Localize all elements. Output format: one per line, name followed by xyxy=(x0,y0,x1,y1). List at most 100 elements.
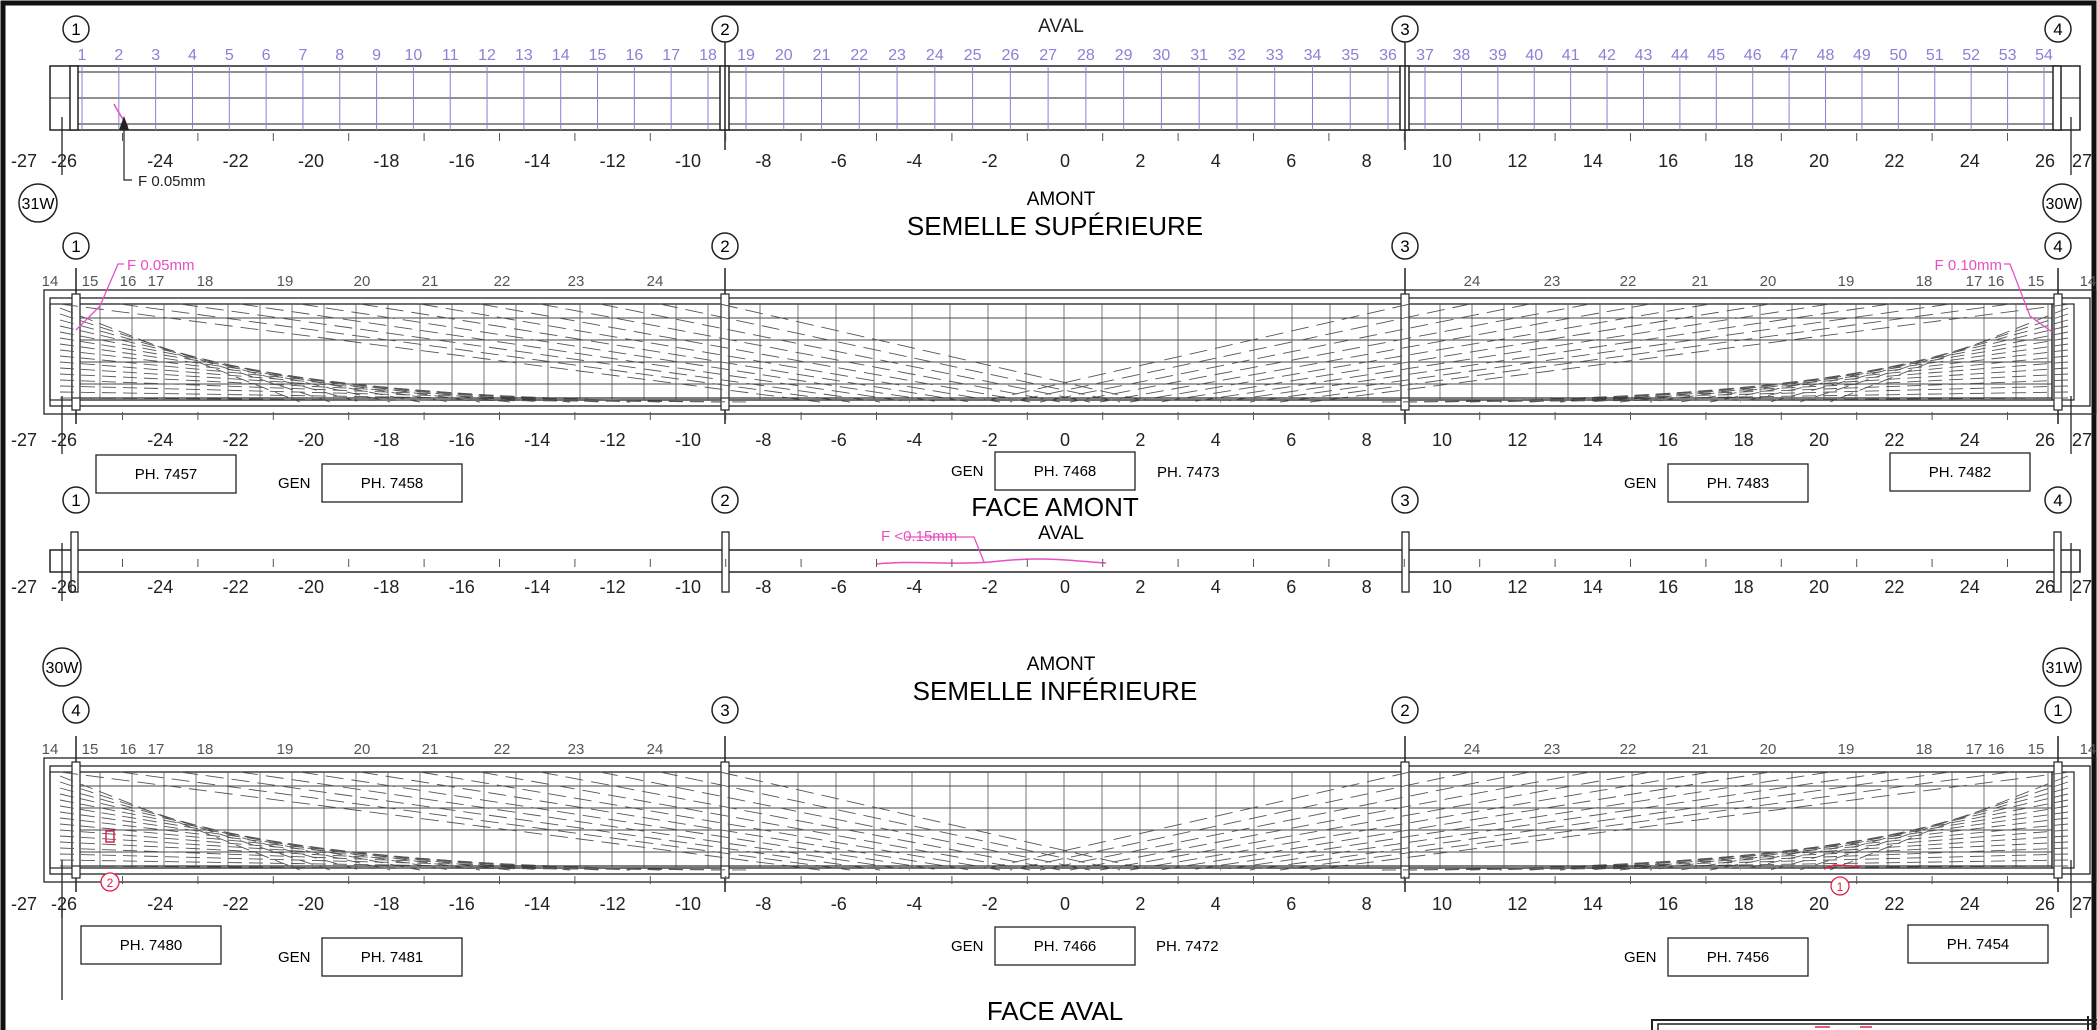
hatch-number: 20 xyxy=(1760,741,1777,758)
hatch-line xyxy=(979,771,1411,871)
splice-post xyxy=(2053,761,2063,879)
hatch-number: 21 xyxy=(422,741,439,758)
scale-tick-label: -8 xyxy=(755,894,771,914)
scale-tick-label: 22 xyxy=(1884,151,1904,171)
photo-box xyxy=(1907,924,2049,964)
crack-leader-left xyxy=(75,263,124,331)
pier-label-right: 30W xyxy=(2046,196,2080,213)
hatch-number: 22 xyxy=(1620,741,1637,758)
stiffener-number: 13 xyxy=(515,47,533,64)
hatch-line xyxy=(59,379,661,403)
axis-bubble xyxy=(2044,696,2072,724)
hatch-line xyxy=(719,771,1151,871)
scale-tick-label: 2 xyxy=(1135,430,1145,450)
stiffener-number: 18 xyxy=(699,47,717,64)
top-flange-axes: 1 2 3 4 xyxy=(62,15,2072,43)
scale-tick-label: -8 xyxy=(755,577,771,597)
top-flange-crack-note: F 0.05mm xyxy=(138,173,206,190)
stiffener-number: 42 xyxy=(1598,47,1616,64)
stiffener-number: 40 xyxy=(1525,47,1543,64)
hatch-line xyxy=(59,835,601,871)
scale-tick-label: 22 xyxy=(1884,430,1904,450)
hatch-line xyxy=(1709,799,2069,871)
scale-tick-label: 6 xyxy=(1286,577,1296,597)
hatch-line xyxy=(59,811,481,871)
photo-box xyxy=(321,937,463,977)
scale-tick-label: -18 xyxy=(373,894,399,914)
stiffener-number: 5 xyxy=(225,47,234,64)
scale-tick-label: -18 xyxy=(373,577,399,597)
scale-tick-label: 8 xyxy=(1362,430,1372,450)
hatch-number: 23 xyxy=(568,273,585,290)
hatch-line xyxy=(599,771,1091,871)
scale-tick-label: 10 xyxy=(1432,430,1452,450)
hatch-number: 24 xyxy=(1464,273,1481,290)
hatch-line xyxy=(1279,303,2011,403)
scale-tick-label: 24 xyxy=(1960,430,1980,450)
scale-tick-label: -12 xyxy=(600,151,626,171)
splice-block xyxy=(2053,531,2062,593)
hatch-number: 20 xyxy=(354,741,371,758)
scale-tick-label: 2 xyxy=(1135,151,1145,171)
defect-marker-square xyxy=(105,830,115,843)
hatch-line xyxy=(59,331,421,403)
scale-tick-label: -12 xyxy=(600,577,626,597)
scale-tick-label: 0 xyxy=(1060,577,1070,597)
title-block-corner xyxy=(1651,1016,2097,1030)
hatch-line xyxy=(539,771,1061,871)
splice-post xyxy=(1400,293,1410,411)
scale-tick-label: -22 xyxy=(223,894,249,914)
scale-tick-label: -22 xyxy=(223,430,249,450)
stiffener-number: 12 xyxy=(478,47,496,64)
stiffener-number: 53 xyxy=(1999,47,2017,64)
hatch-number: 19 xyxy=(1838,273,1855,290)
hatch-number: 21 xyxy=(1692,273,1709,290)
bottom-flange-title: SEMELLE INFÉRIEURE xyxy=(913,676,1198,706)
hatch-number: 15 xyxy=(2028,741,2045,758)
scale-tick-label: -26 xyxy=(51,894,77,914)
hatch-line xyxy=(239,771,911,871)
photo-ref: PH. 7457 xyxy=(135,466,198,483)
photo-box xyxy=(80,925,222,965)
hatch-line xyxy=(1069,303,1591,403)
hatch-number: 16 xyxy=(120,741,137,758)
top-flange-title: SEMELLE SUPÉRIEURE xyxy=(907,211,1203,241)
hatch-line xyxy=(1619,817,2069,871)
hatch-line xyxy=(179,771,881,871)
photo-ref: PH. 7454 xyxy=(1947,936,2010,953)
stiffener-number: 32 xyxy=(1228,47,1246,64)
hatch-line xyxy=(1589,355,2069,403)
stiffener-number: 28 xyxy=(1077,47,1095,64)
hatch-line xyxy=(59,391,721,403)
scale-tick-label: 20 xyxy=(1809,577,1829,597)
scale-tick-label: -18 xyxy=(373,430,399,450)
scale-tick-label: 6 xyxy=(1286,430,1296,450)
photo-box xyxy=(994,451,1136,491)
scale-tick-label: -24 xyxy=(147,151,173,171)
pier-label-left: 31W xyxy=(22,196,56,213)
photo-box xyxy=(321,463,463,503)
scale-tick-label: -10 xyxy=(675,894,701,914)
photo-ref: PH. 7481 xyxy=(361,949,424,966)
splice-post xyxy=(2053,293,2063,411)
hatch-line xyxy=(659,771,1121,871)
scale-tick-label: -26 xyxy=(51,430,77,450)
hatch-line xyxy=(1219,303,1891,403)
splice-post xyxy=(720,293,730,411)
scale-tick-label: 20 xyxy=(1809,430,1829,450)
scale-tick-label: -6 xyxy=(831,894,847,914)
scale-tick-label: 14 xyxy=(1583,894,1603,914)
stiffener-number: 50 xyxy=(1889,47,1907,64)
hatch-line xyxy=(59,781,331,871)
hatch-line xyxy=(1189,303,1831,403)
photo-ref: PH. 7473 xyxy=(1157,464,1220,481)
hatch-line xyxy=(239,303,911,403)
web-end-block xyxy=(2051,303,2075,401)
hatch-line xyxy=(1099,771,1651,871)
photo-box xyxy=(95,454,237,494)
scale-tick-label: -27 xyxy=(11,430,37,450)
scale-tick-label: 16 xyxy=(1658,430,1678,450)
